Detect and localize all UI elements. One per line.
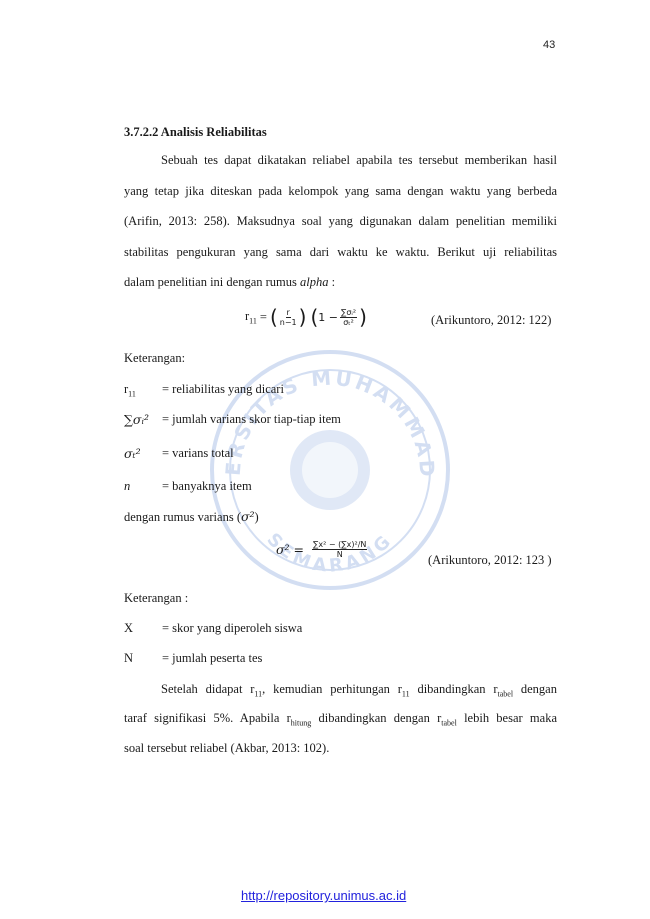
keterangan2-term-x: X — [124, 621, 134, 635]
keterangan1-def-sum-variance: = jumlah varians skor tiap-tiap item — [162, 412, 341, 426]
paragraph1-line5-suffix: : — [328, 275, 336, 289]
paragraph1-line3: (Arifin, 2013: 258). Maksudnya soal yang… — [124, 214, 557, 228]
keterangan1-term-sum-variance: ∑σᵢ² — [124, 412, 149, 427]
paragraph1-line5-prefix: dalam penelitian ini dengan rumus — [124, 275, 300, 289]
paragraph2-line2: taraf signifikasi 5%. Apabila rhitung di… — [124, 711, 557, 728]
keterangan1-term-r11: r11 — [124, 382, 136, 399]
page-number: 43 — [543, 39, 556, 51]
paragraph1-line2: yang tetap jika diteskan pada kelompok y… — [124, 184, 557, 198]
formula1-frac1-num: r — [285, 307, 291, 318]
paragraph1-line5: dalam penelitian ini dengan rumus alpha … — [124, 275, 557, 290]
paragraph1-line1: Sebuah tes dapat dikatakan reliabel apab… — [161, 153, 557, 167]
formula1-frac1-den: n−1 — [279, 317, 297, 327]
formula1-one-minus: 1 − — [318, 310, 338, 324]
keterangan1-def-n: = banyaknya item — [162, 479, 252, 493]
keterangan1-def-total-variance: = varians total — [162, 446, 234, 460]
formula1-citation: (Arikuntoro, 2012: 122) — [431, 313, 552, 327]
keterangan2-def-x: = skor yang diperoleh siswa — [162, 621, 303, 635]
formula2-den: N — [336, 550, 343, 559]
formula1-equals: = — [259, 309, 267, 324]
keterangan1-term-total-variance: σₜ² — [124, 446, 141, 461]
section-heading: 3.7.2.2 Analisis Reliabilitas — [124, 125, 267, 139]
keterangan2-label: Keterangan : — [124, 591, 189, 605]
formula1-lhs: r11 — [245, 308, 257, 326]
open-paren-icon: ( — [269, 305, 278, 329]
variance-formula: σ² = ∑x² − (∑x)²/N N — [276, 540, 369, 559]
sigma-squared-symbol: σ² — [240, 509, 255, 524]
paragraph2-line3: soal tersebut reliabel (Akbar, 2013: 102… — [124, 741, 330, 755]
formula2-citation: (Arikuntoro, 2012: 123 ) — [428, 553, 552, 567]
alpha-term: alpha — [300, 275, 329, 289]
formula1-fraction1: r n−1 — [280, 308, 297, 327]
repository-link[interactable]: http://repository.unimus.ac.id — [241, 888, 407, 903]
keterangan1-label: Keterangan: — [124, 351, 186, 365]
paragraph2-line1: Setelah didapat r11, kemudian perhitunga… — [161, 682, 557, 699]
keterangan1-def-r11: = reliabilitas yang dicari — [162, 382, 284, 396]
formula2-lhs: σ² = — [276, 542, 304, 557]
formula1-frac2-den: σₜ² — [343, 317, 354, 327]
paragraph1-line4: stabilitas pengukuran yang sama dari wak… — [124, 245, 557, 259]
formula1-frac2-num: ∑σᵢ² — [339, 307, 358, 318]
variance-intro: dengan rumus varians (σ²) — [124, 509, 259, 524]
formula1-fraction2: ∑σᵢ² σₜ² — [339, 307, 358, 327]
open-paren-icon: ( — [310, 305, 319, 329]
alpha-formula: r11 = ( r n−1 ) ( 1 − ∑σᵢ² σₜ² ) — [245, 307, 367, 327]
keterangan1-term-n: n — [124, 479, 131, 493]
formula2-fraction: ∑x² − (∑x)²/N N — [312, 540, 368, 559]
close-paren-icon: ) — [298, 305, 307, 329]
formula2-num: ∑x² − (∑x)²/N — [312, 540, 368, 550]
keterangan2-term-n: N — [124, 651, 134, 665]
close-paren-icon: ) — [359, 305, 367, 329]
keterangan2-def-n: = jumlah peserta tes — [162, 651, 263, 665]
